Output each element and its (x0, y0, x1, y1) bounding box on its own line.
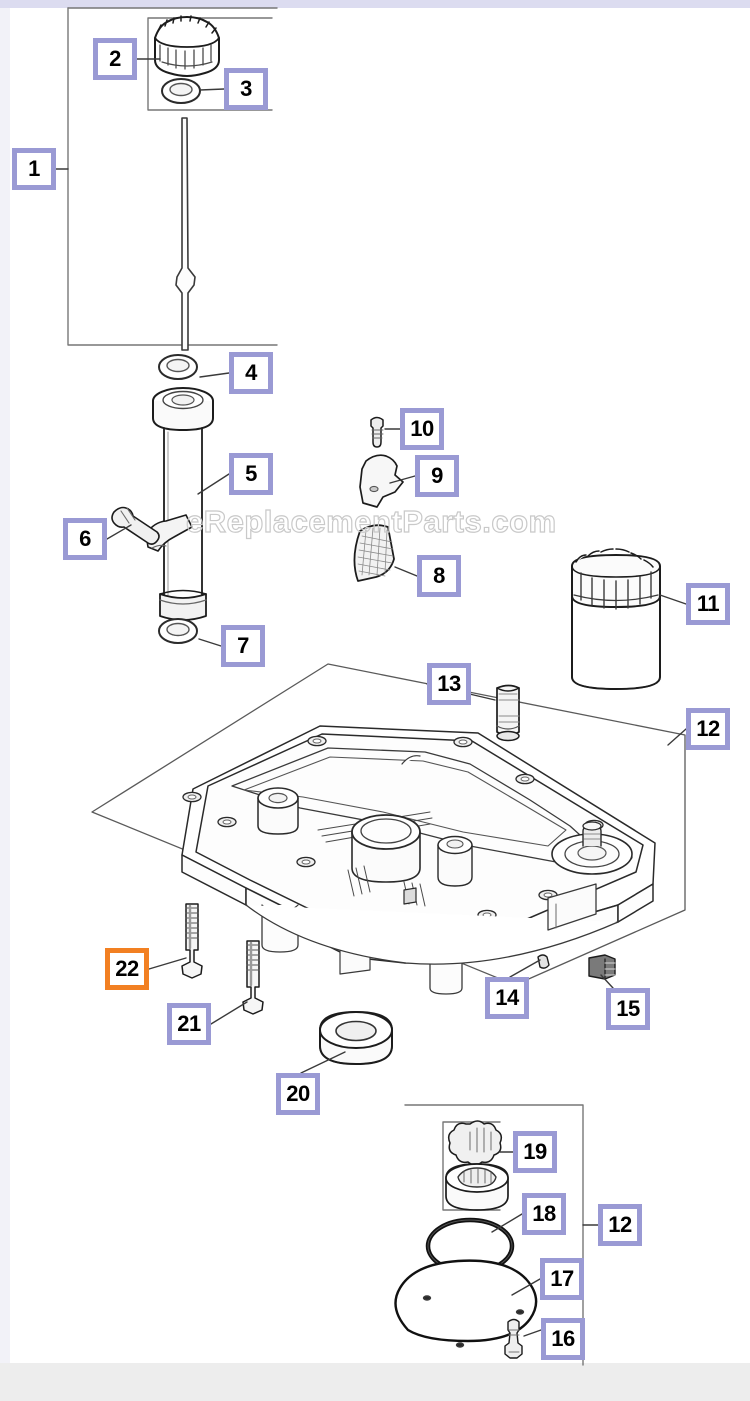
callout-tube-lower-o-ring[interactable]: 7 (221, 625, 265, 667)
callout-dipstick-assembly-group[interactable]: 1 (12, 148, 56, 190)
callout-pump-gear-rotor-set[interactable]: 19 (513, 1131, 557, 1173)
callout-screen-retainer-plate[interactable]: 9 (415, 455, 459, 497)
callout-oil-pan-bolt-long[interactable]: 22 (105, 948, 149, 990)
callout-oil-filter[interactable]: 11 (686, 583, 730, 625)
callout-dipstick-tube[interactable]: 5 (229, 453, 273, 495)
callout-tube-upper-o-ring[interactable]: 4 (229, 352, 273, 394)
callout-pump-cover-o-ring[interactable]: 18 (522, 1193, 566, 1235)
callout-banjo-fitting-bolt[interactable]: 6 (63, 518, 107, 560)
callout-oil-pickup-screen[interactable]: 8 (417, 555, 461, 597)
page-top-band (0, 0, 750, 8)
callout-screen-retainer-bolt[interactable]: 10 (400, 408, 444, 450)
callout-locating-dowel-plug[interactable]: 13 (427, 663, 471, 705)
callout-oil-pump-cover[interactable]: 17 (540, 1258, 584, 1300)
callout-dipstick-cap[interactable]: 2 (93, 38, 137, 80)
callout-dowel-pin[interactable]: 14 (485, 977, 529, 1019)
diagram-canvas (10, 8, 750, 1363)
callout-crankshaft-oil-seal[interactable]: 20 (276, 1073, 320, 1115)
callout-sensor-connector-block[interactable]: 15 (606, 988, 650, 1030)
site-watermark: eReplacementParts.com (185, 503, 557, 539)
page-left-band (0, 8, 10, 1363)
callout-pump-cover-bolt[interactable]: 16 (541, 1318, 585, 1360)
callout-oil-pan-bolt-short[interactable]: 21 (167, 1003, 211, 1045)
callout-dipstick-cap-o-ring[interactable]: 3 (224, 68, 268, 110)
callout-oil-pan-assembly-group[interactable]: 12 (686, 708, 730, 750)
page-bottom-band (0, 1363, 750, 1401)
callout-oil-pump-assembly-group[interactable]: 12 (598, 1204, 642, 1246)
